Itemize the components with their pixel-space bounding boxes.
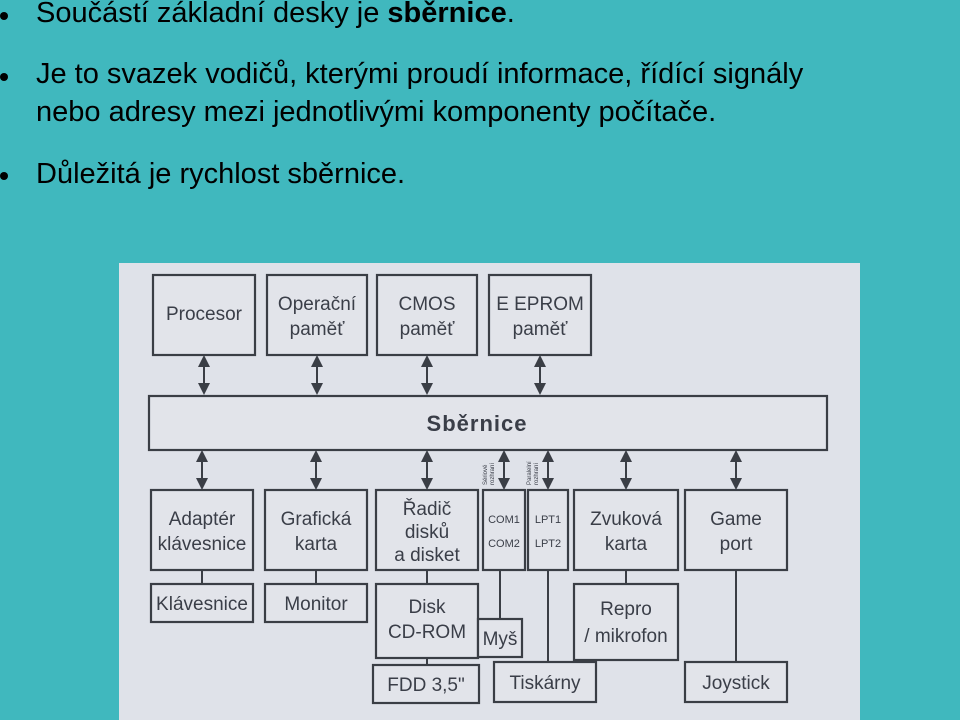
graficka-karta-box — [263, 488, 369, 572]
repro-label: Repro — [600, 599, 652, 620]
radic-disket-label: a disket — [394, 545, 460, 566]
lpt-port-box — [526, 488, 570, 572]
bullet-text-end: . — [506, 0, 515, 29]
game-port-label: port — [720, 534, 753, 555]
klavesnice-label: Klávesnice — [156, 594, 248, 615]
mys-label: Myš — [483, 629, 518, 650]
bullet-text-line2: nebo adresy mezi jednotlivými komponenty… — [36, 96, 717, 128]
bullet-text: Součástí základní desky je — [36, 0, 388, 29]
radic-label: Řadič — [403, 498, 452, 520]
eeprom-pamet-box — [487, 273, 593, 357]
disk-label: Disk — [409, 597, 446, 618]
bullet-dot-icon — [0, 172, 8, 180]
operacni-pamet-label: paměť — [290, 319, 346, 340]
parallel-interface-label-2: rozhraní — [534, 463, 540, 485]
eeprom-pamet-label: paměť — [513, 319, 569, 340]
fdd-box — [371, 663, 481, 705]
monitor-label: Monitor — [284, 594, 348, 615]
operacni-pamet-box — [265, 273, 369, 357]
adapter-klavesnice-label: klávesnice — [158, 534, 247, 555]
repro-mikrofon-box — [572, 582, 680, 662]
graficka-label: Grafická — [281, 509, 352, 530]
joystick-label: Joystick — [702, 673, 770, 694]
tiskarny-box — [492, 660, 598, 704]
radic-disku-box — [374, 488, 480, 572]
eeprom-label: E EPROM — [496, 294, 584, 315]
bus-label: Sběrnice — [427, 411, 528, 436]
game-port-box — [683, 488, 789, 572]
bullet-bold-text: sběrnice — [387, 0, 507, 29]
zvukova-karta-box — [572, 488, 680, 572]
lpt1-label: LPT1 — [535, 514, 561, 526]
com2-label: COM2 — [488, 538, 520, 550]
bus-box — [147, 394, 829, 452]
operacni-label: Operační — [278, 294, 357, 315]
mikrofon-label: / mikrofon — [584, 626, 667, 647]
procesor-label: Procesor — [166, 304, 243, 325]
bullet-dot-icon — [0, 12, 8, 20]
fdd-label: FDD 3,5" — [387, 675, 464, 696]
klavesnice-box — [149, 582, 255, 624]
game-label: Game — [710, 509, 762, 530]
adapter-label: Adaptér — [169, 509, 236, 530]
parallel-interface-label: Paralelní — [527, 461, 533, 485]
cmos-label: CMOS — [399, 294, 456, 315]
zvukova-label: Zvuková — [590, 509, 662, 530]
serial-interface-label-2: rozhraní — [490, 463, 496, 485]
bus-diagram-svg: Procesor Operační paměť CMOS paměť E EPR… — [147, 273, 829, 705]
com-port-box — [481, 488, 527, 572]
cmos-pamet-label: paměť — [400, 319, 456, 340]
procesor-box — [151, 273, 257, 357]
bullet-dot-icon — [0, 73, 8, 81]
graficka-karta-label: karta — [295, 534, 338, 555]
cmos-pamet-box — [375, 273, 479, 357]
zvukova-karta-label: karta — [605, 534, 648, 555]
monitor-box — [263, 582, 369, 624]
cdrom-label: CD-ROM — [388, 622, 466, 643]
mys-box — [476, 617, 524, 659]
disk-cdrom-box — [374, 582, 480, 660]
adapter-klavesnice-box — [149, 488, 255, 572]
bullet-text: Důležitá je rychlost sběrnice. — [36, 158, 406, 190]
tiskarny-label: Tiskárny — [509, 673, 581, 694]
bullet-text-line1: Je to svazek vodičů, kterými proudí info… — [36, 58, 804, 90]
com1-label: COM1 — [488, 514, 520, 526]
joystick-box — [683, 660, 789, 704]
radic-disku-label: disků — [405, 522, 449, 543]
lpt2-label: LPT2 — [535, 538, 561, 550]
serial-interface-label: Sériové — [483, 464, 489, 485]
bus-diagram: Procesor Operační paměť CMOS paměť E EPR… — [119, 263, 860, 720]
